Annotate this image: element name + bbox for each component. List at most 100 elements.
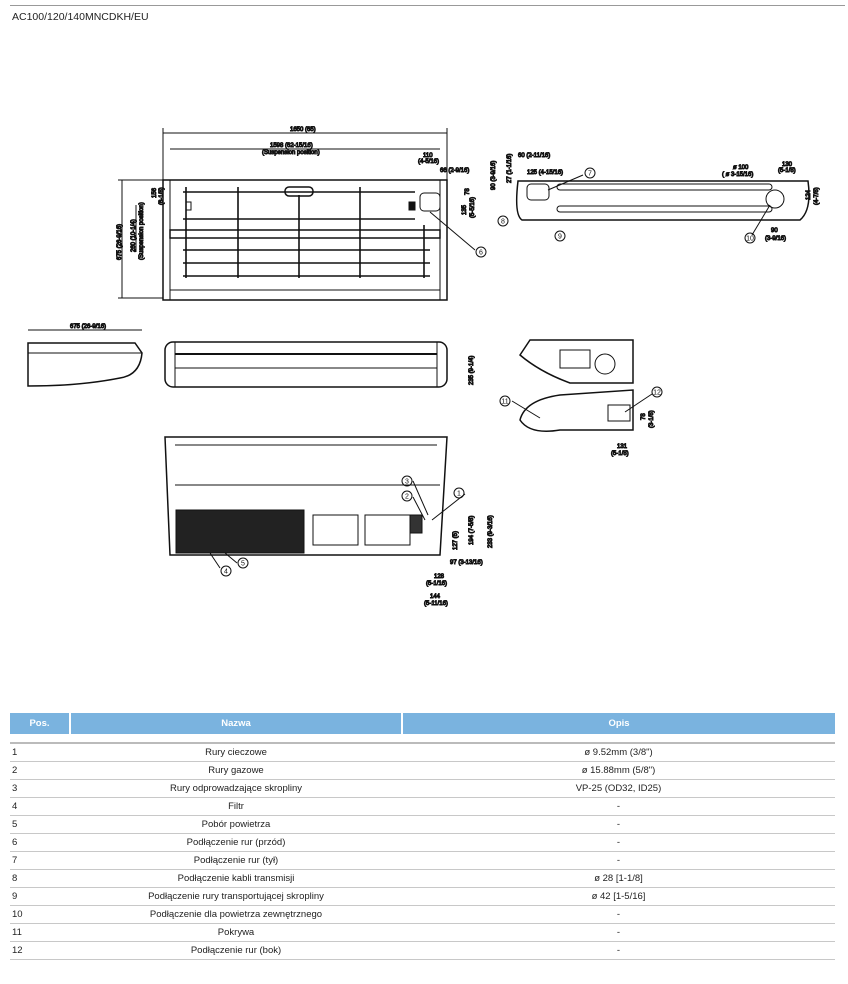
cell-pos: 7 [10,851,70,870]
cell-desc: - [402,941,835,960]
cell-desc: - [402,851,835,870]
cell-name: Podłączenie dla powietrza zewnętrznego [70,905,402,924]
dim-label: 675 (26-9/16) [117,224,123,260]
svg-text:10: 10 [746,236,754,243]
balloon-3: 3 [401,475,413,487]
side-detail: 131 (5-1/8) 78 (3-1/8) [511,339,656,458]
cell-name: Filtr [70,797,402,816]
cell-name: Podłączenie kabli transmisji [70,869,402,888]
dim-label: 128 [434,574,445,580]
balloon-5: 5 [237,557,249,569]
balloon-1: 1 [453,487,465,499]
dim-label: 1650 (65) [290,127,316,133]
cell-desc: - [402,905,835,924]
cell-pos: 11 [10,923,70,942]
front-view: 235 (9-1/4) [164,341,476,388]
dim-label: (5-1/16) [426,581,447,587]
table-header: Pos. Nazwa Opis [10,713,835,734]
svg-text:5: 5 [241,561,245,568]
dim-label: (4-7/8) [814,187,820,205]
dim-label: 260 (10-1/4) [131,219,137,252]
cell-name: Pokrywa [70,923,402,942]
cell-desc: - [402,923,835,942]
dim-label: (Suspension position) [139,202,145,260]
dim-label: 156 [152,187,158,198]
dim-label: 124 [806,189,812,200]
dim-label: 27 (1-1/16) [507,154,513,183]
dim-label: 131 [617,444,628,450]
bottom-view: 194 (7-5/8) 233 (9-3/16) 127 (5) 97 (3-1… [164,436,495,608]
cell-pos: 4 [10,797,70,816]
balloon-6: 6 [475,246,487,258]
dim-label: (5-1/8) [611,451,629,457]
dim-label: (Suspension position) [262,150,320,156]
model-title: AC100/120/140MNCDKH/EU [12,11,149,23]
cell-pos: 2 [10,761,70,780]
dim-label: 675 (26-9/16) [70,324,106,330]
dim-label: (4-5/16) [418,159,439,165]
cell-pos: 3 [10,779,70,798]
dim-label: 66 (2-9/16) [440,168,469,174]
dim-label: ø 100 [733,165,749,171]
side-view-left: 675 (26-9/16) [27,324,143,387]
dim-label: 127 (5) [453,531,459,550]
cell-desc: - [402,833,835,852]
svg-text:9: 9 [558,234,562,241]
divider [10,5,845,6]
svg-text:1: 1 [457,491,461,498]
dim-label: 78 [641,413,647,420]
cell-pos: 8 [10,869,70,888]
cell-name: Podłączenie rur (przód) [70,833,402,852]
cell-name: Rury cieczowe [70,743,402,762]
dim-label: (5-5/16) [470,197,476,218]
dim-label: 135 [462,204,468,215]
dim-label: 97 (3-13/16) [450,560,483,566]
dim-label: ( ø 3-15/16) [722,172,753,178]
dim-label: 78 [465,188,471,195]
dim-label: (6-1/8) [159,187,165,205]
cell-desc: - [402,815,835,834]
side-view-rear: 90 (3-9/16) 27 (1-1/16) 60 (2-11/16) 125… [491,153,821,243]
cell-pos: 6 [10,833,70,852]
dim-label: 194 (7-5/8) [469,516,475,545]
dim-label: 125 (4-15/16) [527,170,563,176]
dim-label: (3-9/16) [765,236,786,242]
balloon-2: 2 [401,490,413,502]
svg-text:2: 2 [405,494,409,501]
cell-pos: 10 [10,905,70,924]
svg-text:3: 3 [405,479,409,486]
dim-label: 235 (9-1/4) [469,356,475,385]
cell-name: Podłączenie rur (bok) [70,941,402,960]
header-desc: Opis [401,713,835,734]
svg-text:7: 7 [588,171,592,178]
top-view: 1650 (65) 1598 (62-15/16) (Suspension po… [117,127,477,301]
svg-text:12: 12 [653,390,661,397]
svg-text:6: 6 [479,250,483,257]
cell-pos: 5 [10,815,70,834]
balloon-7: 7 [584,167,596,179]
cell-name: Rury odprowadzające skropliny [70,779,402,798]
cell-pos: 9 [10,887,70,906]
svg-text:8: 8 [501,219,505,226]
dim-label: 60 (2-11/16) [518,153,550,159]
balloon-8: 8 [497,215,509,227]
dim-label: 1598 (62-15/16) [270,143,313,149]
cell-name: Rury gazowe [70,761,402,780]
cell-desc: ø 28 [1-1/8] [402,869,835,888]
dim-label: (3-1/8) [649,410,655,428]
cell-name: Podłączenie rury transportującej skropli… [70,887,402,906]
cell-pos: 12 [10,941,70,960]
cell-pos: 1 [10,743,70,762]
dim-label: 90 [771,228,778,234]
